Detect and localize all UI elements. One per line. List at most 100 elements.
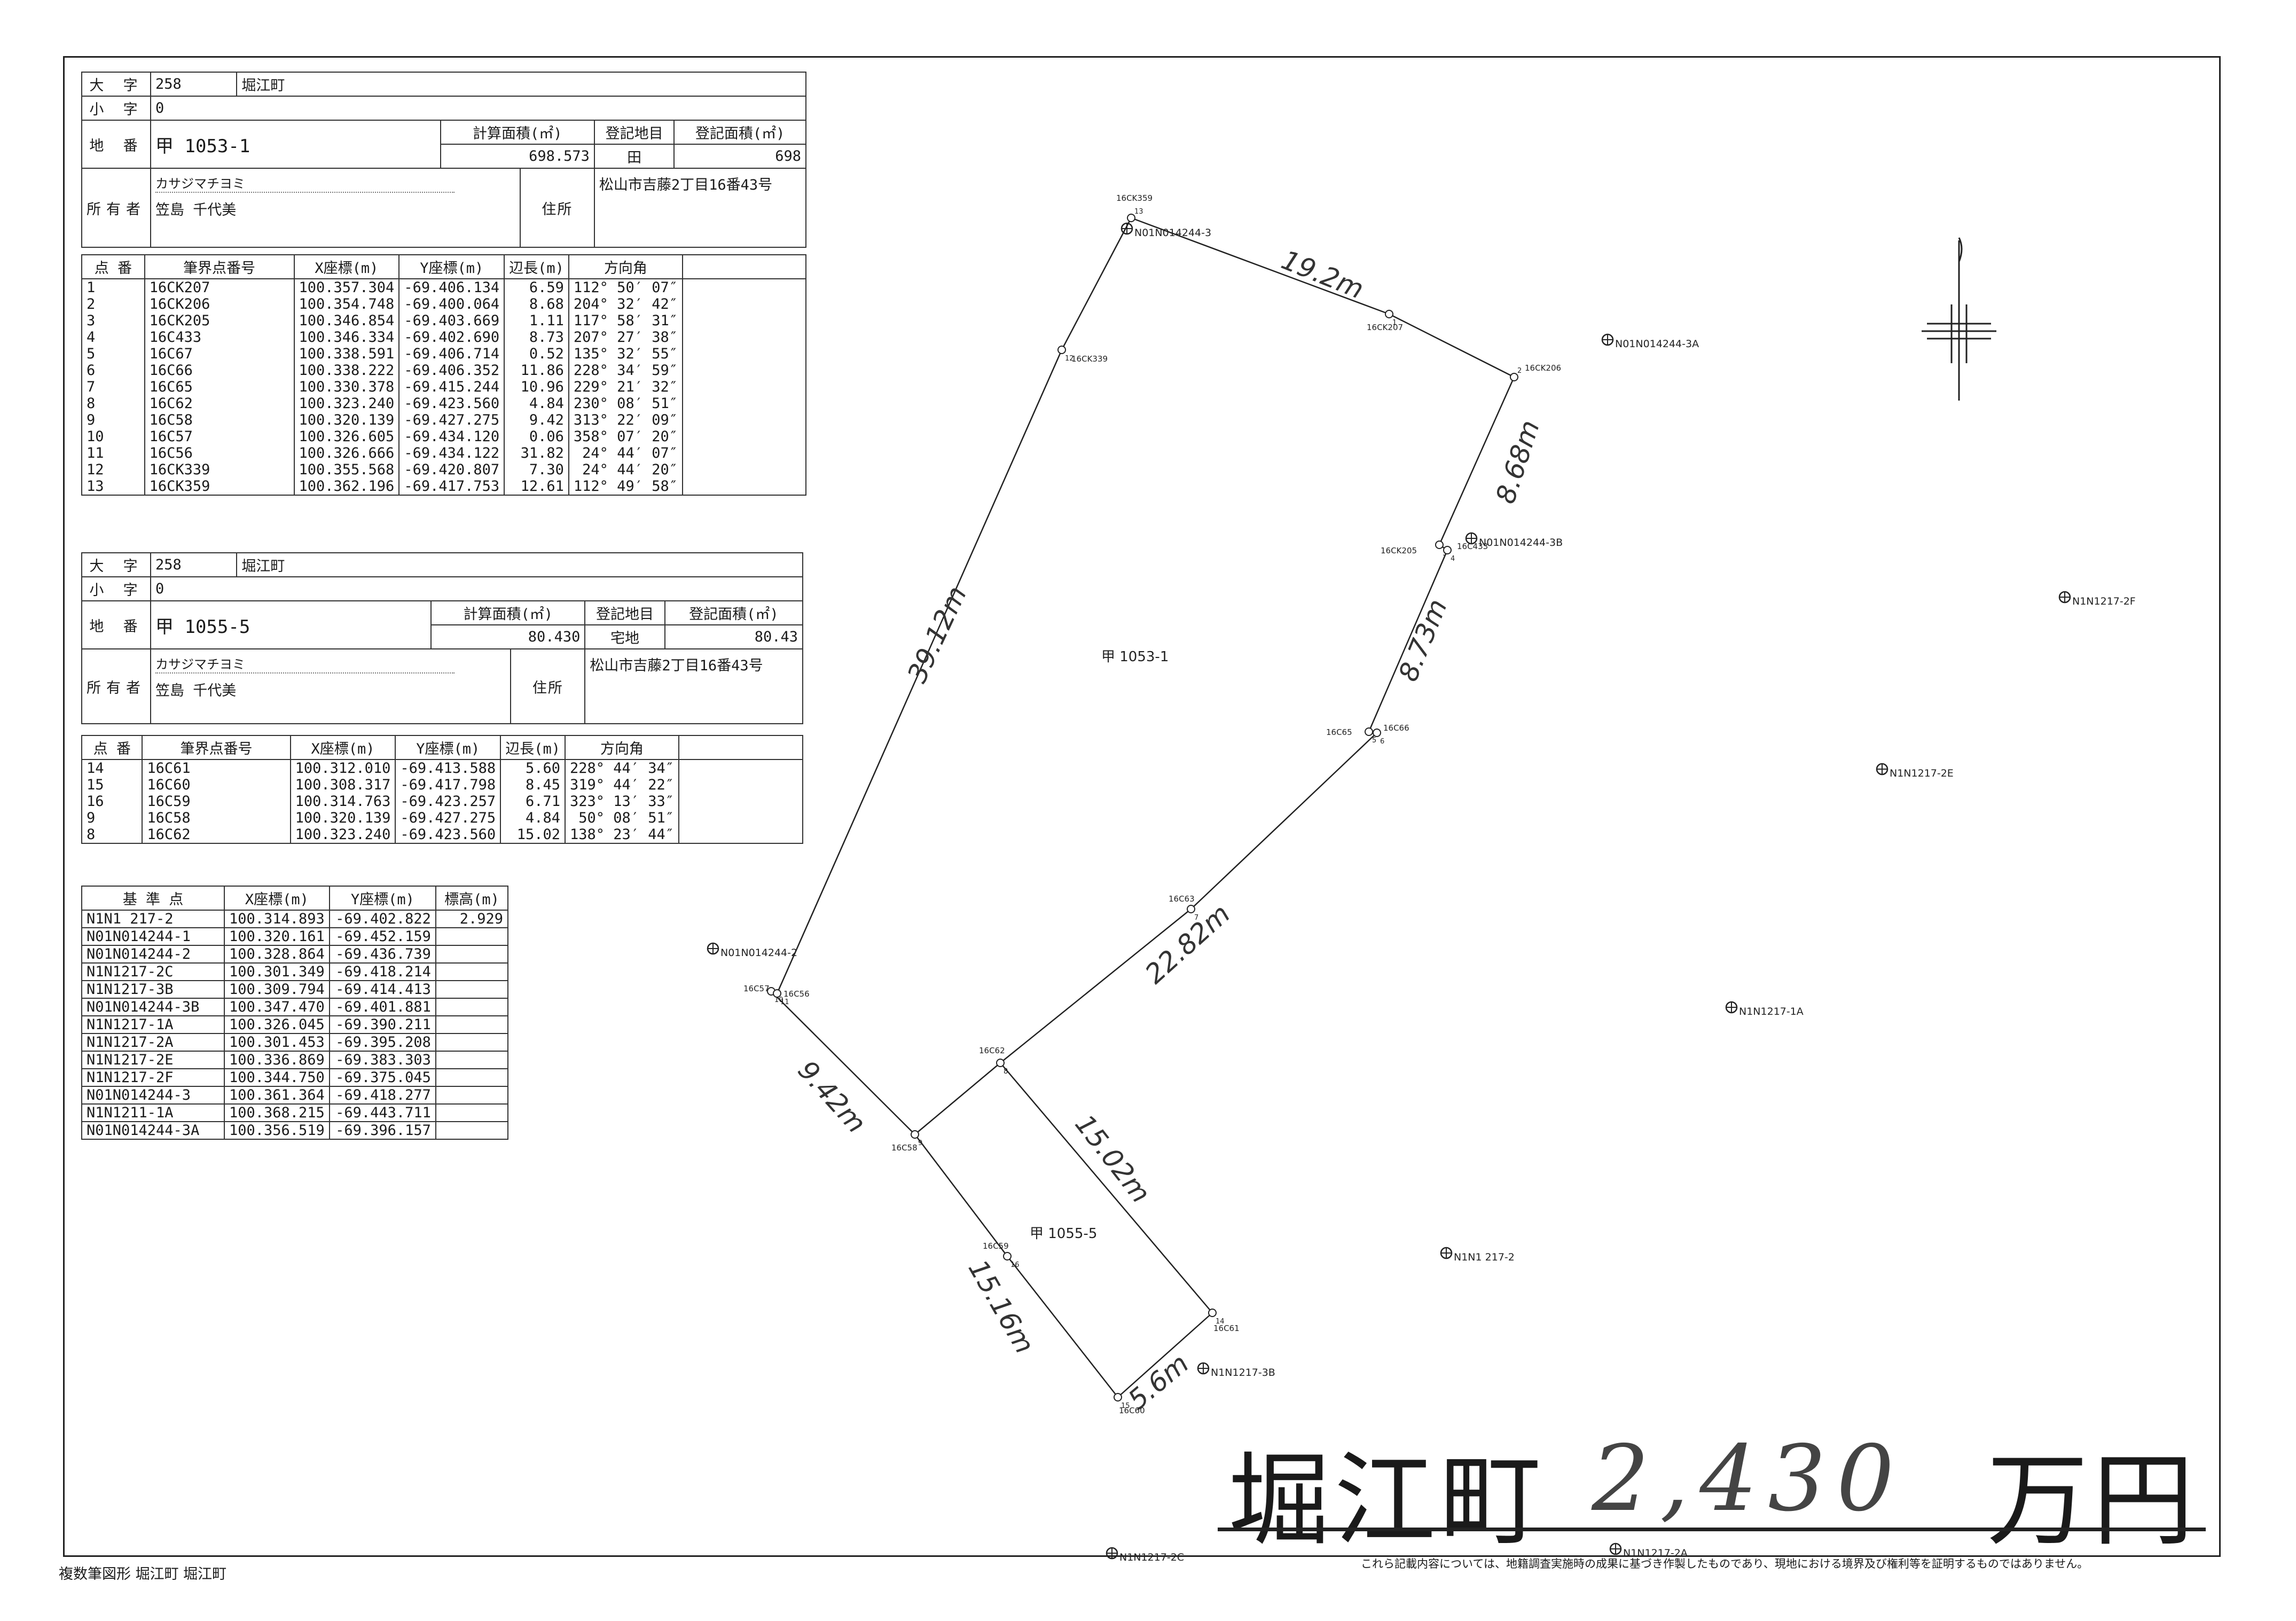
chiban-value: 甲 1053-1 bbox=[150, 120, 441, 169]
table-cell: 228° 34′ 59″ bbox=[568, 362, 683, 379]
vertex-number: 12 bbox=[1065, 355, 1074, 363]
table-cell: 100.346.334 bbox=[293, 329, 400, 346]
vertex-marker-icon bbox=[1057, 346, 1066, 354]
column-header: 辺長(m) bbox=[500, 735, 566, 760]
table-cell: 50° 08′ 51″ bbox=[564, 810, 680, 826]
table-cell: 138° 23′ 44″ bbox=[564, 826, 680, 844]
table-cell: 319° 44′ 22″ bbox=[564, 777, 680, 793]
calc-area-label: 計算面積(㎡) bbox=[430, 600, 586, 625]
table-cell: -69.452.159 bbox=[328, 927, 436, 946]
table-cell: 0.06 bbox=[504, 428, 569, 445]
table-cell: -69.402.690 bbox=[398, 329, 505, 346]
vertex-number: 16 bbox=[1010, 1261, 1020, 1269]
vertex-marker-icon bbox=[1114, 1393, 1122, 1401]
table-cell bbox=[681, 461, 807, 478]
vertex-number: 6 bbox=[1380, 738, 1384, 746]
table-cell: 230° 08′ 51″ bbox=[568, 395, 683, 412]
vertex-marker-icon bbox=[1385, 310, 1393, 318]
table-cell: 16 bbox=[81, 793, 143, 810]
table-cell: 100.309.794 bbox=[223, 980, 330, 999]
vertex-number: 1 bbox=[1392, 319, 1397, 327]
vertex-label: 16C433 bbox=[1457, 542, 1488, 551]
table-cell: N01N014244-3B bbox=[81, 998, 225, 1016]
table-cell: 100.301.453 bbox=[223, 1033, 330, 1052]
table-cell bbox=[681, 329, 807, 346]
oaza-name: 堀江町 bbox=[236, 552, 803, 577]
oaza-label: 大 字 bbox=[81, 552, 151, 577]
table-cell: 11 bbox=[81, 445, 145, 461]
column-header bbox=[678, 735, 803, 760]
table-cell: -69.406.134 bbox=[398, 279, 505, 296]
vertex-label: 16C63 bbox=[1169, 894, 1195, 904]
table-cell: 323° 13′ 33″ bbox=[564, 793, 680, 810]
vertex-marker-icon bbox=[1510, 373, 1518, 381]
table-cell: 1.11 bbox=[504, 312, 569, 329]
owner-name: 笠島 千代美 bbox=[155, 202, 237, 218]
chiban-value: 甲 1055-5 bbox=[150, 600, 432, 649]
table-cell: N1N1 217-2 bbox=[81, 910, 225, 928]
parcel2-map-label: 甲 1055-5 bbox=[1030, 1226, 1097, 1242]
table-cell bbox=[435, 1103, 509, 1122]
table-cell: N1N1217-2A bbox=[81, 1033, 225, 1052]
table-cell bbox=[681, 445, 807, 461]
vertex-marker-icon bbox=[1373, 729, 1381, 737]
table-cell bbox=[435, 1086, 509, 1105]
vertex-label: 16C65 bbox=[1326, 727, 1352, 737]
edge-length-label: 8.68m bbox=[1490, 417, 1546, 507]
vertex-number: 11 bbox=[780, 998, 789, 1006]
table-cell: 100.314.893 bbox=[223, 910, 330, 928]
vertex-label: 16C60 bbox=[1119, 1406, 1145, 1415]
land-category-label: 登記地目 bbox=[593, 120, 675, 145]
table-cell: 16CK207 bbox=[144, 279, 295, 296]
column-header: 筆界点番号 bbox=[144, 254, 295, 279]
table-cell: 100.308.317 bbox=[289, 777, 396, 793]
table-cell: 16C57 bbox=[144, 428, 295, 445]
summary-town: 堀江町 bbox=[1228, 1442, 1546, 1560]
table-cell bbox=[678, 826, 803, 844]
parcel2-register: 大 字 258 堀江町 小 字 0 地 番 甲 1055-5 計算面積(㎡) 登… bbox=[81, 552, 804, 724]
boundary-edge bbox=[1131, 217, 1390, 315]
vertex-marker-icon bbox=[773, 989, 781, 998]
vertex-label: 16C59 bbox=[983, 1241, 1009, 1251]
koaza-label: 小 字 bbox=[81, 96, 151, 121]
benchmark-label: N1N1217-3B bbox=[1211, 1367, 1275, 1379]
table-cell: -69.427.275 bbox=[395, 810, 501, 826]
boundary-edge bbox=[776, 349, 1063, 994]
parcel1-map-label: 甲 1053-1 bbox=[1101, 649, 1169, 665]
benchmark-label: N01N014244-3B bbox=[1479, 537, 1563, 549]
table-cell bbox=[678, 810, 803, 826]
vertex-marker-icon bbox=[1003, 1252, 1012, 1260]
chiban-label: 地 番 bbox=[81, 120, 151, 169]
column-header: 基 準 点 bbox=[81, 886, 225, 911]
benchmark-label: N01N014244-3A bbox=[1615, 338, 1699, 350]
vertex-marker-icon bbox=[911, 1130, 919, 1139]
address-value: 松山市吉藤2丁目16番43号 bbox=[584, 648, 803, 724]
vertex-label: 16C62 bbox=[979, 1046, 1005, 1055]
summary-amount: 2,430 bbox=[1592, 1426, 1905, 1532]
boundary-edge bbox=[1007, 1256, 1118, 1398]
table-cell: 16CK339 bbox=[144, 461, 295, 478]
table-cell: 100.361.364 bbox=[223, 1086, 330, 1105]
edge-length-label: 5.6m bbox=[1122, 1348, 1195, 1416]
vertex-number: 8 bbox=[1004, 1068, 1008, 1076]
benchmark-label: N1N1217-1A bbox=[1739, 1006, 1804, 1017]
table-cell: 4 bbox=[81, 329, 145, 346]
table-cell: -69.406.714 bbox=[398, 346, 505, 362]
table-cell: 15.02 bbox=[500, 826, 566, 844]
table-cell: 4.84 bbox=[504, 395, 569, 412]
column-header: 方向角 bbox=[564, 735, 680, 760]
table-cell bbox=[678, 759, 803, 777]
owner-label: 所有者 bbox=[81, 168, 151, 248]
edge-length-label: 8.73m bbox=[1392, 595, 1453, 686]
table-cell: 112° 49′ 58″ bbox=[568, 478, 683, 496]
table-cell: N01N014244-3A bbox=[81, 1121, 225, 1140]
